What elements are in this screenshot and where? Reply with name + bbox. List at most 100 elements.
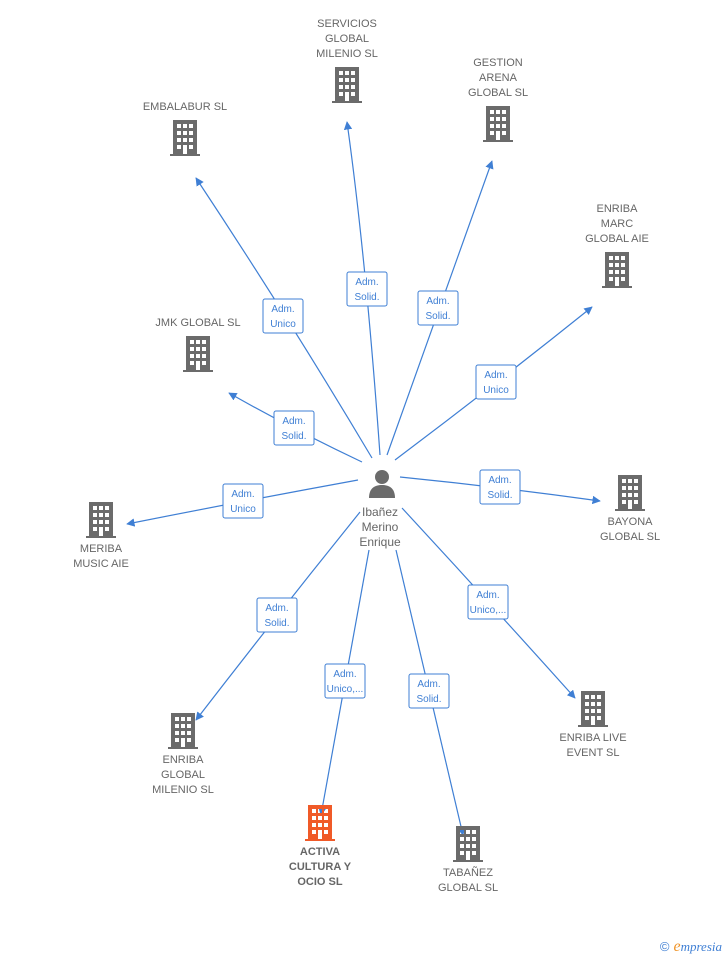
role-text-line-2: Unico,... [470, 605, 507, 616]
building-icon [170, 120, 200, 156]
roles-layer: Adm.Solid.Adm.Solid.Adm.UnicoAdm.UnicoAd… [222, 271, 521, 709]
role-badge-jmk[interactable]: Adm. Solid. [273, 410, 315, 446]
building-icon [615, 475, 645, 511]
company-node-enriba-global[interactable]: ENRIBA GLOBAL MILENIO SL [152, 713, 214, 796]
building-icon [578, 691, 608, 727]
empresia-brand[interactable]: ©empresia [660, 938, 722, 956]
company-label-line-2: GLOBAL [161, 769, 205, 781]
role-badge-servicios[interactable]: Adm. Solid. [346, 271, 388, 307]
role-badge-embalabur[interactable]: Adm. Unico [262, 298, 304, 334]
role-text-line-2: Solid. [425, 311, 450, 322]
role-badge-bayona[interactable]: Adm. Solid. [479, 469, 521, 505]
brand-initial: e [673, 938, 681, 955]
company-label-line-3: GLOBAL SL [468, 87, 528, 99]
company-label-line-1: ENRIBA LIVE [559, 732, 626, 744]
role-badge-box [408, 673, 450, 709]
role-text-line-1: Adm. [265, 603, 288, 614]
role-text-line-1: Adm. [417, 679, 440, 690]
company-node-meriba[interactable]: MERIBA MUSIC AIE [73, 502, 129, 570]
building-icon [305, 805, 335, 841]
company-node-enriba-marc[interactable]: ENRIBA MARC GLOBAL AIE [585, 203, 649, 288]
role-text-line-1: Adm. [333, 669, 356, 680]
company-label-line-3: OCIO SL [297, 876, 343, 888]
role-text-line-1: Adm. [426, 296, 449, 307]
company-node-jmk[interactable]: JMK GLOBAL SL [155, 317, 241, 372]
role-text-line-1: Adm. [484, 370, 507, 381]
role-text-line-2: Solid. [487, 490, 512, 501]
person-name-line-3: Enrique [359, 535, 401, 549]
role-badge-enriba-global[interactable]: Adm. Solid. [256, 597, 298, 633]
role-text-line-1: Adm. [355, 277, 378, 288]
company-label-line-2: MARC [601, 218, 633, 230]
company-label-line-2: EVENT SL [567, 747, 620, 759]
company-label-line-2: MUSIC AIE [73, 558, 129, 570]
role-text-line-2: Solid. [354, 292, 379, 303]
company-label-line-1: JMK GLOBAL SL [155, 317, 240, 329]
role-text-line-1: Adm. [271, 304, 294, 315]
company-label-line-1: SERVICIOS [317, 18, 377, 30]
person-node[interactable]: Ibañez Merino Enrique [359, 470, 401, 549]
role-badge-box [324, 663, 366, 699]
company-node-servicios[interactable]: SERVICIOS GLOBAL MILENIO SL [316, 18, 378, 103]
role-text-line-1: Adm. [476, 590, 499, 601]
company-label-line-1: EMBALABUR SL [143, 101, 227, 113]
role-badge-meriba[interactable]: Adm. Unico [222, 483, 264, 519]
person-icon [369, 470, 395, 498]
role-text-line-1: Adm. [282, 416, 305, 427]
company-label-line-1: BAYONA [607, 516, 653, 528]
role-badge-activa[interactable]: Adm. Unico,... [324, 663, 366, 699]
company-label-line-1: ACTIVA [300, 846, 340, 858]
edges-layer [126, 121, 601, 836]
company-label-line-2: GLOBAL SL [438, 882, 498, 894]
role-badge-box [273, 410, 315, 446]
role-badge-box [479, 469, 521, 505]
copyright-symbol: © [659, 939, 670, 954]
role-text-line-2: Unico,... [327, 684, 364, 695]
company-node-enriba-live[interactable]: ENRIBA LIVE EVENT SL [559, 691, 627, 759]
company-label-line-3: MILENIO SL [152, 784, 214, 796]
role-badge-box [475, 364, 517, 400]
role-text-line-2: Unico [483, 385, 509, 396]
company-label-line-1: ENRIBA [597, 203, 639, 215]
person-name-line-2: Merino [362, 520, 399, 534]
role-badge-box [222, 483, 264, 519]
company-label-line-2: CULTURA Y [289, 861, 352, 873]
role-badge-tabanez[interactable]: Adm. Solid. [408, 673, 450, 709]
role-badge-gestion[interactable]: Adm. Solid. [417, 290, 459, 326]
role-text-line-1: Adm. [488, 475, 511, 486]
building-icon [86, 502, 116, 538]
company-label-line-1: TABAÑEZ [443, 866, 493, 879]
company-label-line-2: GLOBAL SL [600, 531, 660, 543]
role-text-line-2: Unico [230, 504, 256, 515]
company-label-line-1: MERIBA [80, 543, 123, 555]
company-node-embalabur[interactable]: EMBALABUR SL [143, 101, 227, 156]
role-badge-box [467, 584, 509, 620]
role-text-line-2: Solid. [264, 618, 289, 629]
role-text-line-2: Unico [270, 319, 296, 330]
company-label-line-3: GLOBAL AIE [585, 233, 649, 245]
role-badge-box [346, 271, 388, 307]
role-badge-box [262, 298, 304, 334]
person-name-line-1: Ibañez [362, 505, 398, 519]
role-text-line-2: Solid. [416, 694, 441, 705]
building-icon [483, 106, 513, 142]
role-badge-enriba-marc[interactable]: Adm. Unico [475, 364, 517, 400]
building-icon [332, 67, 362, 103]
company-node-tabanez[interactable]: TABAÑEZ GLOBAL SL [438, 826, 498, 894]
building-icon [602, 252, 632, 288]
company-label-line-2: ARENA [479, 72, 518, 84]
role-text-line-2: Solid. [281, 431, 306, 442]
role-badge-enriba-live[interactable]: Adm. Unico,... [467, 584, 509, 620]
company-node-bayona[interactable]: BAYONA GLOBAL SL [600, 475, 660, 543]
company-label-line-2: GLOBAL [325, 33, 369, 45]
company-label-line-3: MILENIO SL [316, 48, 378, 60]
building-icon [453, 826, 483, 862]
role-badge-box [417, 290, 459, 326]
company-node-activa[interactable]: ACTIVA CULTURA Y OCIO SL [289, 805, 352, 888]
role-text-line-1: Adm. [231, 489, 254, 500]
building-icon [183, 336, 213, 372]
company-label-line-1: ENRIBA [163, 754, 205, 766]
